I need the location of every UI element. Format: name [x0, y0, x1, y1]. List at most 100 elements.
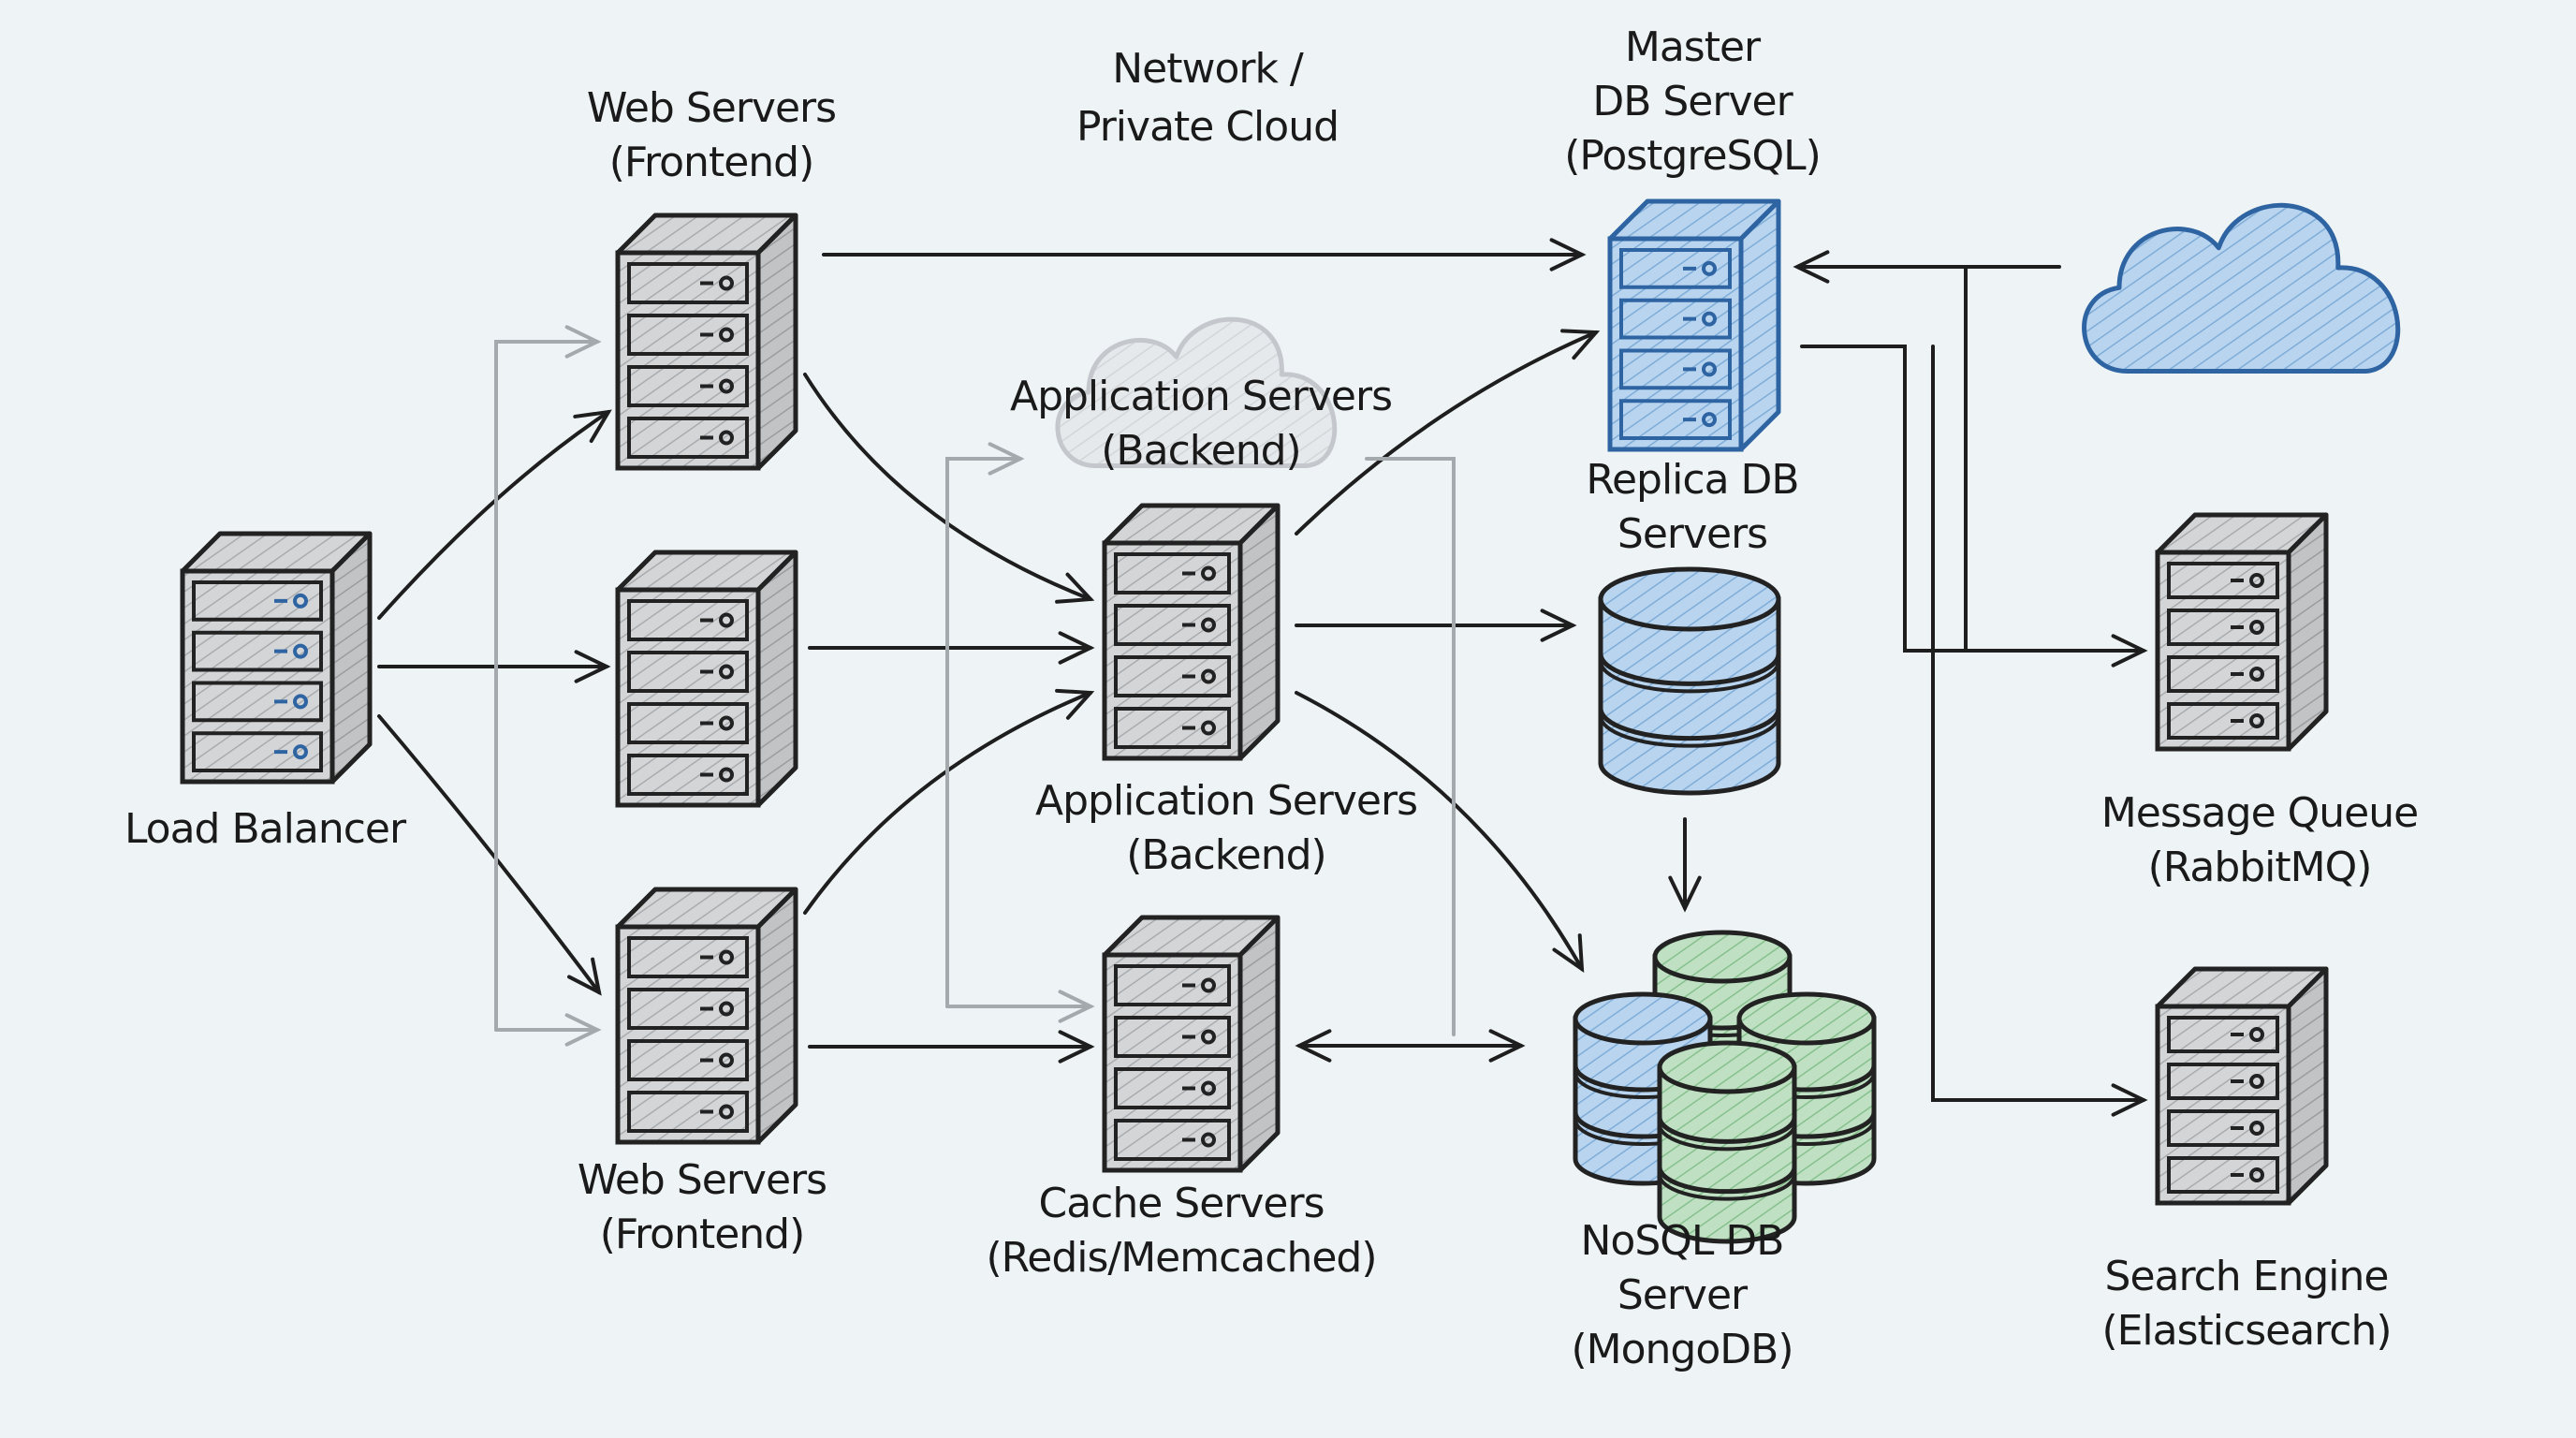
cloud-icon	[1055, 316, 1338, 468]
drive-bay	[627, 651, 749, 693]
arrowhead-icon	[1793, 250, 1830, 284]
cylinder-top	[1598, 566, 1781, 632]
arrowhead-icon	[1560, 329, 1601, 360]
arrowhead-icon	[2111, 634, 2148, 668]
drive-bay	[192, 580, 323, 622]
drive-bay	[627, 417, 749, 459]
power-led-icon	[293, 694, 308, 710]
power-led-icon	[719, 664, 734, 680]
web-server-top[interactable]	[615, 213, 798, 471]
power-led-icon	[719, 949, 734, 965]
power-led-icon	[719, 378, 734, 394]
edge-master-search	[1931, 345, 2145, 1102]
cylinder-top	[1573, 991, 1713, 1046]
drive-bay	[627, 314, 749, 356]
drive-bay	[1114, 655, 1231, 697]
database-icon-front	[1657, 1040, 1797, 1244]
network-label: Network /Private Cloud	[1076, 45, 1339, 151]
power-led-icon	[1201, 720, 1216, 736]
drive-bay	[1114, 707, 1231, 749]
arrowhead-icon	[1549, 238, 1587, 271]
drive-bay	[627, 754, 749, 796]
edge-lb-web-top	[377, 410, 610, 620]
search-engine[interactable]	[2155, 966, 2329, 1206]
power-led-icon	[1201, 617, 1216, 633]
message-queue-label: Message Queue(RabbitMQ)	[2101, 789, 2418, 891]
power-led-icon	[2249, 573, 2264, 588]
cache-server-label: Cache Servers(Redis/Memcached)	[986, 1180, 1376, 1282]
drive-bay	[1114, 1016, 1231, 1058]
arrowhead-icon	[564, 325, 602, 359]
power-led-icon	[2249, 1027, 2264, 1042]
power-led-icon	[1201, 1080, 1216, 1096]
power-led-icon	[719, 612, 734, 628]
drive-bay	[192, 681, 323, 723]
arrowhead-icon	[564, 1013, 602, 1047]
power-led-icon	[719, 275, 734, 291]
gray-bus-right	[1365, 457, 1456, 1036]
drive-bay	[2167, 1016, 2279, 1053]
power-led-icon	[293, 593, 308, 609]
drive-bay	[627, 702, 749, 744]
drive-bay	[1619, 399, 1732, 440]
search-engine-label: Search Engine(Elasticsearch)	[2101, 1253, 2391, 1355]
drive-bay	[1114, 604, 1231, 646]
arrowhead-icon	[1488, 1029, 1526, 1063]
app-cloud[interactable]	[1055, 316, 1338, 468]
power-led-icon	[719, 1052, 734, 1068]
drive-bay	[1114, 552, 1231, 594]
cache-server[interactable]	[1102, 915, 1281, 1173]
server-side-face	[755, 550, 798, 808]
edge-app-nosql	[1295, 691, 1584, 971]
power-led-icon	[2249, 713, 2264, 728]
nosql-db[interactable]	[1573, 930, 1877, 1244]
master-db[interactable]	[1607, 198, 1781, 452]
edge-web-top-app	[803, 373, 1092, 601]
database-icon	[1598, 566, 1781, 796]
power-led-icon	[2249, 620, 2264, 635]
power-led-icon	[719, 430, 734, 446]
drive-bay	[2167, 1109, 2279, 1147]
power-led-icon	[2249, 1074, 2264, 1089]
power-led-icon	[719, 715, 734, 731]
drive-bay	[627, 936, 749, 978]
power-led-icon	[719, 1104, 734, 1120]
power-led-icon	[1702, 260, 1717, 276]
edge-app-master	[1295, 330, 1598, 536]
arrowhead-icon	[574, 650, 611, 683]
drive-bay	[2167, 1063, 2279, 1100]
power-led-icon	[1201, 977, 1216, 993]
app-server[interactable]	[1102, 503, 1281, 761]
external-cloud[interactable]	[2082, 202, 2401, 374]
drive-bay	[1619, 248, 1732, 289]
drive-bay	[2167, 562, 2279, 599]
load-balancer[interactable]	[180, 531, 373, 785]
app-cloud-label: Application Servers(Backend)	[1010, 373, 1392, 475]
server-side-face	[755, 887, 798, 1145]
drive-bay	[2167, 655, 2279, 693]
drive-bay	[627, 365, 749, 407]
power-led-icon	[1201, 565, 1216, 581]
drive-bay	[627, 262, 749, 304]
drive-bay	[2167, 609, 2279, 646]
replica-db[interactable]	[1598, 566, 1781, 796]
web-server-middle[interactable]	[615, 550, 798, 808]
arrowhead-icon	[1055, 688, 1095, 720]
drive-bay	[1619, 348, 1732, 390]
cylinder-top	[1657, 1040, 1797, 1094]
web-server-bottom[interactable]	[615, 887, 798, 1145]
cylinder-top	[1652, 930, 1793, 984]
server-side-face	[2286, 966, 2329, 1206]
arrowhead-icon	[1295, 1029, 1332, 1063]
drive-bay	[1114, 1119, 1231, 1161]
cloud-icon	[2082, 202, 2401, 374]
power-led-icon	[1201, 1029, 1216, 1045]
power-led-icon	[1702, 361, 1717, 377]
message-queue[interactable]	[2155, 512, 2329, 752]
power-led-icon	[1702, 412, 1717, 428]
